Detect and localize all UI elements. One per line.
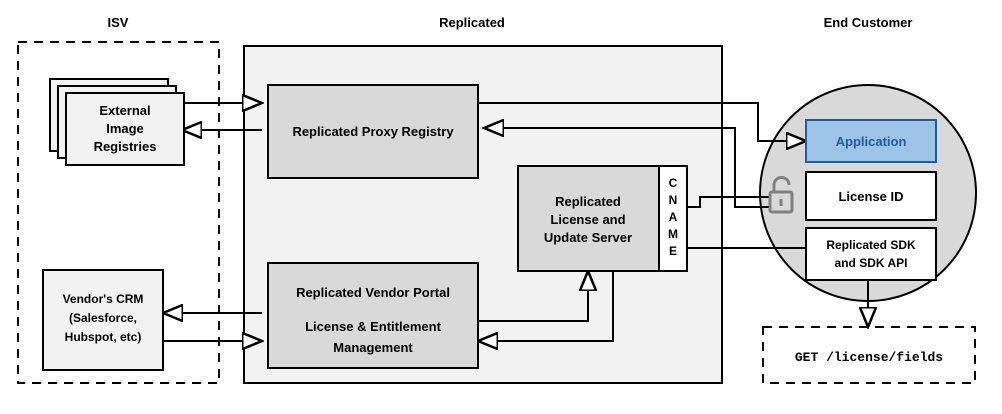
zone-label-end-customer: End Customer <box>824 15 913 30</box>
cname-letter-a: A <box>669 210 678 224</box>
node-license-id[interactable]: License ID <box>805 171 937 221</box>
node-replicated-sdk[interactable]: Replicated SDK and SDK API <box>805 227 937 281</box>
sdk-label-line1: Replicated SDK <box>826 238 916 252</box>
node-proxy-registry[interactable]: Replicated Proxy Registry <box>267 84 479 179</box>
api-request-boundary <box>762 326 976 384</box>
crm-label-line3: Hubspot, etc) <box>65 330 142 344</box>
license-server-label-line1: Replicated <box>555 194 621 209</box>
proxy-registry-label: Replicated Proxy Registry <box>292 124 454 139</box>
edge-server-to-vendor-portal <box>478 271 614 341</box>
node-cname[interactable]: C N A M E <box>658 165 688 272</box>
cname-box <box>658 165 688 272</box>
isv-zone-boundary <box>17 41 220 384</box>
unlock-padlock-icon <box>768 176 794 214</box>
node-vendors-crm[interactable]: Vendor's CRM (Salesforce, Hubspot, etc) <box>42 269 164 371</box>
crm-label-line1: Vendor's CRM <box>63 292 144 306</box>
vendor-portal-box <box>267 262 479 369</box>
registries-label-line1: External <box>99 103 150 118</box>
application-box <box>805 119 937 163</box>
vendor-portal-label-line3: Management <box>333 340 413 355</box>
registries-label-line2: Image <box>106 121 144 136</box>
node-external-image-registries[interactable]: External Image Registries <box>49 78 185 166</box>
zone-label-isv: ISV <box>108 15 129 30</box>
cname-letter-m: M <box>668 227 678 241</box>
registries-stack-front <box>65 92 185 166</box>
node-api-request[interactable]: GET /license/fields <box>762 326 976 384</box>
cname-letter-n: N <box>669 193 678 207</box>
vendor-portal-label-line2: License & Entitlement <box>305 319 441 334</box>
crm-label-line2: (Salesforce, <box>69 311 137 325</box>
application-label: Application <box>836 134 907 149</box>
edge-application-to-proxy <box>484 128 790 208</box>
license-server-label-line2: License and <box>550 212 625 227</box>
crm-box <box>42 269 164 371</box>
api-request-label: GET /license/fields <box>795 350 943 365</box>
proxy-registry-box <box>267 84 479 179</box>
node-vendor-portal[interactable]: Replicated Vendor Portal License & Entit… <box>267 262 479 369</box>
registries-label-line3: Registries <box>94 139 157 154</box>
edge-proxy-to-application <box>478 102 806 141</box>
license-id-label: License ID <box>838 189 903 204</box>
cname-letter-e: E <box>669 244 677 258</box>
replicated-sdk-box <box>805 227 937 281</box>
vendor-portal-label-line1: Replicated Vendor Portal <box>296 285 450 300</box>
license-id-box <box>805 171 937 221</box>
zone-label-replicated: Replicated <box>439 15 505 30</box>
node-license-update-server[interactable]: Replicated License and Update Server <box>517 165 660 272</box>
node-application[interactable]: Application <box>805 119 937 163</box>
license-server-label-line3: Update Server <box>544 230 632 245</box>
edge-vendor-portal-to-server <box>478 271 588 322</box>
sdk-label-line2: and SDK API <box>835 256 908 270</box>
cname-letter-c: C <box>669 176 678 190</box>
